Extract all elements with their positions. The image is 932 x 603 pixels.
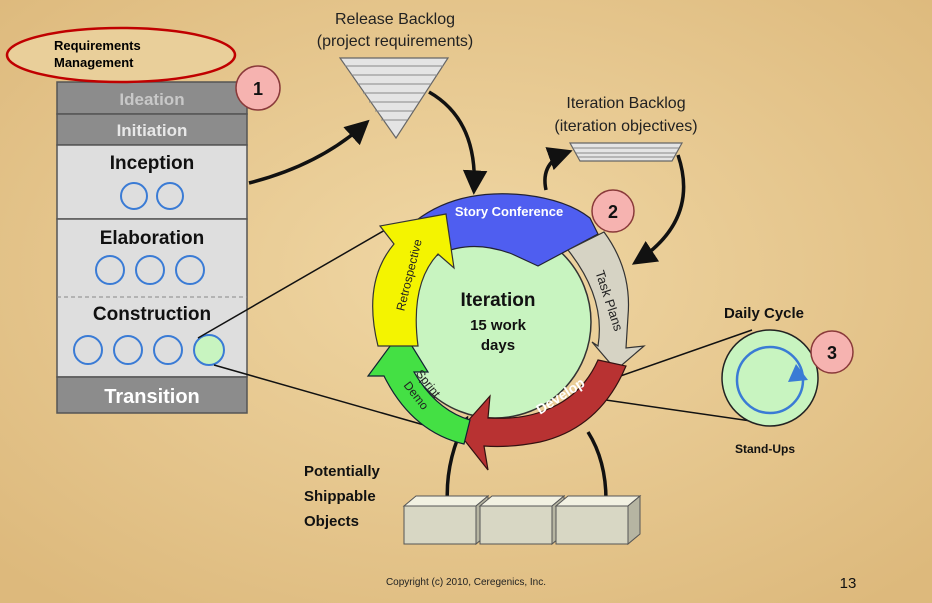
shippable-label-line2: Shippable [304, 488, 376, 505]
requirements-label-line2: Management [54, 55, 134, 70]
release-backlog-subtitle: (project requirements) [317, 33, 474, 50]
requirements-management-callout: Requirements Management [5, 26, 237, 84]
iteration-loop-icons [73, 182, 205, 365]
arrow-inception-to-release-backlog [248, 119, 370, 185]
phase-ideation [56, 81, 248, 115]
phase-inception-label: Inception [110, 153, 194, 174]
marker-3-label: 3 [827, 343, 837, 363]
iteration-backlog: Iteration Backlog (iteration objectives) [554, 95, 698, 162]
arrow-iteration-backlog-to-task-plans [631, 154, 686, 265]
marker-1: 1 [235, 65, 281, 111]
phase-transition-label: Transition [104, 386, 200, 408]
iteration-cycle: Story Conference Task Plans Develop Spri… [366, 193, 646, 471]
loop-icon [120, 182, 148, 210]
develop-segment [457, 359, 627, 471]
page-number: 13 [840, 575, 857, 592]
requirements-label-line1: Requirements [54, 38, 141, 53]
iteration-backlog-tray [568, 142, 684, 162]
loop-icon [113, 335, 143, 365]
marker-3: 3 [810, 330, 854, 374]
requirements-oval [5, 26, 237, 84]
phase-inception [56, 144, 248, 220]
shippable-objects: Potentially Shippable Objects [304, 463, 642, 546]
arrow-release-backlog-to-story [428, 90, 488, 195]
phase-initiation [56, 113, 248, 146]
loop-icon [73, 335, 103, 365]
loop-icon [95, 255, 125, 285]
sprint-demo-segment [366, 328, 471, 445]
box-1-front [403, 505, 477, 545]
loop-icon [153, 335, 183, 365]
story-conference-label: Story Conference [455, 204, 563, 219]
iteration-backlog-lines [573, 147, 679, 158]
copyright-text: Copyright (c) 2010, Ceregenics, Inc. [386, 577, 546, 588]
release-backlog: Release Backlog (project requirements) [317, 11, 474, 140]
arrow-story-to-iteration-backlog [543, 147, 573, 191]
loop-icon [175, 255, 205, 285]
release-backlog-funnel [338, 57, 450, 140]
daily-loop-arrowhead [788, 364, 808, 382]
iteration-duration-line2: days [481, 337, 515, 354]
loop-icon [135, 255, 165, 285]
marker-3-circle [810, 330, 854, 374]
marker-1-label: 1 [253, 79, 263, 99]
iteration-backlog-subtitle: (iteration objectives) [554, 118, 697, 135]
marker-1-circle [235, 65, 281, 111]
phase-initiation-label: Initiation [117, 121, 188, 140]
retrospective-segment [372, 213, 455, 347]
shippable-boxes [402, 494, 642, 546]
release-backlog-lines [345, 65, 443, 121]
box-3-side [627, 494, 641, 546]
stand-ups-label: Stand-Ups [735, 442, 795, 456]
box-2-top [478, 495, 566, 507]
loop-icon [156, 182, 184, 210]
daily-cycle-title: Daily Cycle [724, 305, 804, 322]
release-backlog-title: Release Backlog [335, 11, 455, 28]
phase-ideation-label: Ideation [119, 90, 184, 109]
current-iteration-icon [193, 334, 225, 366]
marker-2: 2 [591, 189, 635, 233]
daily-cycle: Daily Cycle Stand-Ups [721, 305, 819, 456]
shippable-label-line1: Potentially [304, 463, 381, 480]
phase-construction-label: Construction [93, 304, 211, 325]
box-3-front [555, 505, 629, 545]
phase-elaboration-label: Elaboration [100, 228, 205, 249]
marker-2-label: 2 [608, 202, 618, 222]
box-2-front [479, 505, 553, 545]
iteration-backlog-title: Iteration Backlog [566, 95, 685, 112]
task-plans-segment [567, 231, 646, 371]
phase-transition [56, 376, 248, 414]
box-1-top [402, 495, 490, 507]
box-3-top [554, 495, 642, 507]
iteration-duration-line1: 15 work [470, 317, 527, 334]
shippable-label-line3: Objects [304, 513, 359, 530]
phase-stack: Ideation Initiation Inception Elaboratio… [56, 81, 248, 414]
iteration-title: Iteration [461, 290, 536, 311]
marker-2-circle [591, 189, 635, 233]
